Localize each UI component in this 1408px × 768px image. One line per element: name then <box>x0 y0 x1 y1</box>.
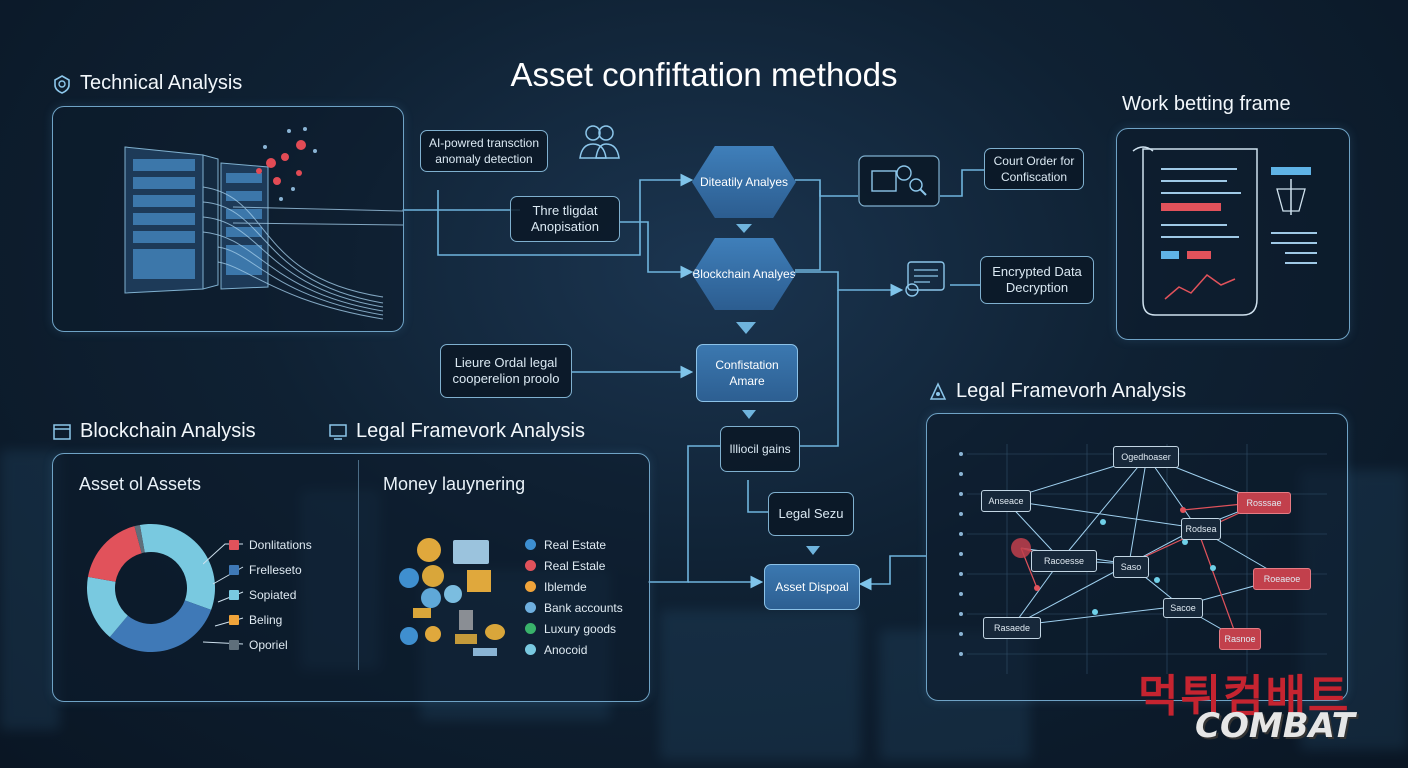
blockchain-analyses-node: Blockchain Analyes <box>692 238 796 310</box>
laundering-legend-item: Real Estale <box>525 555 623 576</box>
digital-anonymisation-box: Thre tligdat Anopisation <box>510 196 620 242</box>
legend-dot <box>525 623 536 634</box>
donut-segment <box>139 524 215 610</box>
blockchain-analysis-header: Blockchain Analysis <box>52 420 256 443</box>
network-node: Anseace <box>981 490 1031 512</box>
directly-analyses-node: Diteatily Analyes <box>692 146 796 218</box>
asset-donut-chart <box>87 524 215 652</box>
document-decryption-icon <box>905 261 945 297</box>
legend-dot <box>525 560 536 571</box>
network-node: Sacoe <box>1163 598 1203 618</box>
legend-swatch <box>229 589 239 600</box>
legal-framework-right-header: Legal Framevorh Analysis <box>928 380 1186 403</box>
illicit-gains-box: Illiocil gains <box>720 426 800 472</box>
network-node: Roeaeoe <box>1253 568 1311 590</box>
legend-label: Beling <box>249 612 283 627</box>
technical-analysis-panel <box>52 106 404 332</box>
confiscation-box: Confistation Amare <box>696 344 798 402</box>
network-node: Rasnoe <box>1219 628 1261 650</box>
work-betting-frame-label: Work betting frame <box>1122 93 1291 115</box>
legend-label: Real Estale <box>544 558 606 573</box>
users-icon <box>579 125 620 159</box>
legend-swatch <box>229 639 239 650</box>
scales-icon <box>929 381 947 400</box>
network-node: Saso <box>1113 556 1149 578</box>
legend-label: Donlitations <box>249 537 312 552</box>
legend-label: Anocoid <box>544 642 588 657</box>
legend-label: Frelleseto <box>249 562 302 577</box>
legend-label: Real Estate <box>544 537 607 552</box>
donut-legend-item: Beling <box>229 607 312 632</box>
computer-gear-icon <box>858 155 940 207</box>
blockchain-analysis-label: Blockchain Analysis <box>80 420 256 442</box>
watermark-latin: COMBAT <box>1195 706 1355 746</box>
donut-segment <box>87 526 142 582</box>
legend-label: Iblemde <box>544 579 587 594</box>
technical-analysis-header: Technical Analysis <box>52 72 242 95</box>
legend-swatch <box>229 614 239 625</box>
work-betting-frame-header: Work betting frame <box>1122 93 1291 116</box>
network-node: Rosssae <box>1237 492 1291 514</box>
court-order-box: Court Order for Confiscation <box>984 148 1084 190</box>
donut-legend-item: Sopiated <box>229 582 312 607</box>
divider <box>358 460 359 670</box>
legend-label: Sopiated <box>249 587 297 602</box>
legend-label: Bank accounts <box>544 600 623 615</box>
donut-title: Asset ol Assets <box>79 474 202 494</box>
ai-anomaly-detection-box: AI-powred transction anomaly detection <box>420 130 548 172</box>
legal-framework-left-label: Legal Framevork Analysis <box>356 420 585 442</box>
watermark-korean: 먹튀컴배트 <box>1138 671 1351 722</box>
legal-seizure-box: Legal Sezu <box>768 492 854 536</box>
laundering-legend-item: Luxury goods <box>525 618 623 639</box>
network-node: Rodsea <box>1181 518 1221 540</box>
network-node: Rasaede <box>983 617 1041 639</box>
donut-legend-item: Oporiel <box>229 632 312 657</box>
legend-dot <box>525 602 536 613</box>
work-betting-frame-panel <box>1116 128 1350 340</box>
legal-framework-left-header: Legal Framevork Analysis <box>328 420 585 443</box>
network-panel: Ogedhoaser Anseace Racoesse Rodsea Rosss… <box>926 413 1348 701</box>
page-title: Asset confiftation methods <box>510 56 898 93</box>
legal-document-illustration <box>1132 146 1317 316</box>
shield-icon <box>54 74 70 94</box>
donut-segment <box>87 576 128 638</box>
legend-label: Luxury goods <box>544 621 617 636</box>
laundering-title: Money lauynering <box>383 474 526 494</box>
legal-framework-right-label: Legal Framevorh Analysis <box>956 380 1187 402</box>
encrypted-data-decryption-box: Encrypted Data Decryption <box>980 256 1094 304</box>
technical-analysis-label: Technical Analysis <box>80 72 243 94</box>
network-node: Racoesse <box>1031 550 1097 572</box>
network-node: Ogedhoaser <box>1113 446 1179 468</box>
legend-swatch <box>229 564 239 575</box>
coins-illustration <box>399 538 505 656</box>
laundering-legend-item: Anocoid <box>525 639 623 660</box>
donut-segment <box>109 600 212 652</box>
donut-legend-item: Frelleseto <box>229 557 312 582</box>
donut-segment <box>134 524 145 554</box>
laundering-legend-item: Real Estate <box>525 534 623 555</box>
legend-dot <box>525 539 536 550</box>
monitor-icon <box>329 423 347 440</box>
legend-label: Oporiel <box>249 637 288 652</box>
legend-dot <box>525 644 536 655</box>
window-icon <box>53 423 71 440</box>
laundering-legend-item: Iblemde <box>525 576 623 597</box>
legend-swatch <box>229 539 239 550</box>
asset-disposal-box: Asset Dispoal <box>764 564 860 610</box>
laundering-legend-item: Bank accounts <box>525 597 623 618</box>
donut-legend-item: Donlitations <box>229 532 312 557</box>
server-rack-illustration <box>124 127 403 320</box>
legend-dot <box>525 581 536 592</box>
legal-cooperation-box: Lieure Ordal legal cooperelion proolo <box>440 344 572 398</box>
